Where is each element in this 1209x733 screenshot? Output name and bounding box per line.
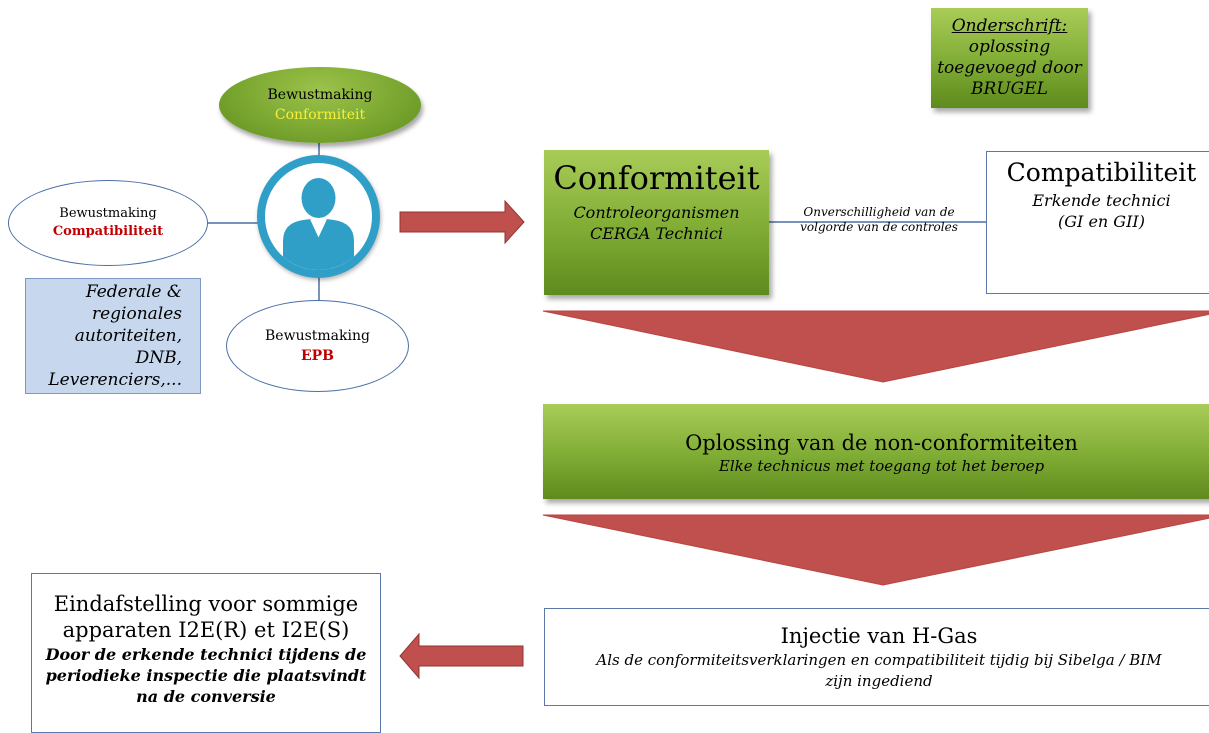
injection-title: Injectie van H-Gas [780, 624, 978, 648]
authorities-line: regionales [91, 304, 182, 324]
injection-subtitle: Als de conformiteitsverklaringen en comp… [545, 650, 1209, 692]
conformity-subtitle: Controleorganismen CERGA Technici [544, 202, 769, 244]
final-title-line: apparaten I2E(R) et I2E(S) [62, 618, 350, 642]
final-adjustment-subtitle: Door de erkende technici tijdens de peri… [32, 644, 380, 707]
awareness-topic: Compatibiliteit [52, 224, 164, 239]
authorities-line: Leverenciers,... [48, 370, 182, 390]
caption-line: oplossing [968, 37, 1051, 57]
down-arrow-icon [542, 310, 1209, 383]
authorities-line: Federale & [85, 282, 182, 302]
awareness-epb-node: Bewustmaking EPB [226, 300, 409, 392]
final-adjustment-title: Eindafstelling voor sommige apparaten I2… [32, 591, 380, 643]
conformity-sub-line: CERGA Technici [589, 224, 724, 243]
final-sub-line: Door de erkende technici tijdens de [45, 645, 367, 664]
compatibility-sub-line: (GI en GII) [1058, 212, 1145, 231]
authorities-line: DNB, [135, 348, 182, 368]
authorities-line: autoriteiten, [74, 326, 182, 346]
order-note: Onverschilligheid van de volgorde van de… [784, 205, 974, 235]
final-sub-line: na de conversie [136, 687, 276, 706]
compatibility-box: Compatibiliteit Erkende technici (GI en … [986, 151, 1209, 294]
right-arrow-icon [399, 199, 525, 245]
conformity-title: Conformiteit [553, 159, 760, 197]
final-adjustment-box: Eindafstelling voor sommige apparaten I2… [31, 573, 381, 733]
compatibility-sub-line: Erkende technici [1032, 191, 1171, 210]
order-note-line: Onverschilligheid van de [803, 205, 955, 219]
caption-heading: Onderschrift: [951, 16, 1068, 36]
down-arrow-icon [542, 514, 1209, 586]
compatibility-title: Compatibiliteit [1006, 158, 1197, 187]
order-note-line: volgorde van de controles [800, 220, 958, 234]
final-title-line: Eindafstelling voor sommige [53, 592, 359, 616]
injection-box: Injectie van H-Gas Als de conformiteitsv… [544, 608, 1209, 706]
caption-box: Onderschrift: oplossing toegevoegd door … [931, 8, 1088, 108]
awareness-label: Bewustmaking [59, 206, 157, 221]
conformity-box: Conformiteit Controleorganismen CERGA Te… [544, 150, 769, 295]
compatibility-subtitle: Erkende technici (GI en GII) [987, 190, 1209, 232]
resolution-title: Oplossing van de non-conformiteiten [685, 431, 1078, 455]
final-sub-line: periodieke inspectie die plaatsvindt [45, 666, 367, 685]
person-icon [283, 178, 354, 270]
awareness-topic: Conformiteit [274, 107, 366, 123]
awareness-compatibility-node: Bewustmaking Compatibiliteit [8, 180, 208, 266]
awareness-label: Bewustmaking [267, 87, 373, 103]
caption-line: BRUGEL [971, 79, 1048, 99]
left-arrow-icon [399, 632, 524, 680]
injection-sub-line: zijn ingediend [825, 672, 933, 690]
person-node [257, 155, 380, 278]
conformity-sub-line: Controleorganismen [573, 203, 740, 222]
resolution-box: Oplossing van de non-conformiteiten Elke… [543, 404, 1209, 499]
injection-sub-line: Als de conformiteitsverklaringen en comp… [596, 651, 1162, 669]
awareness-conformity-node: Bewustmaking Conformiteit [219, 67, 421, 143]
authorities-box: Federale & regionales autoriteiten, DNB,… [25, 278, 201, 394]
awareness-label: Bewustmaking [265, 328, 370, 344]
caption-line: toegevoegd door [937, 58, 1082, 78]
awareness-topic: EPB [300, 348, 335, 364]
resolution-subtitle: Elke technicus met toegang tot het beroe… [718, 457, 1045, 475]
